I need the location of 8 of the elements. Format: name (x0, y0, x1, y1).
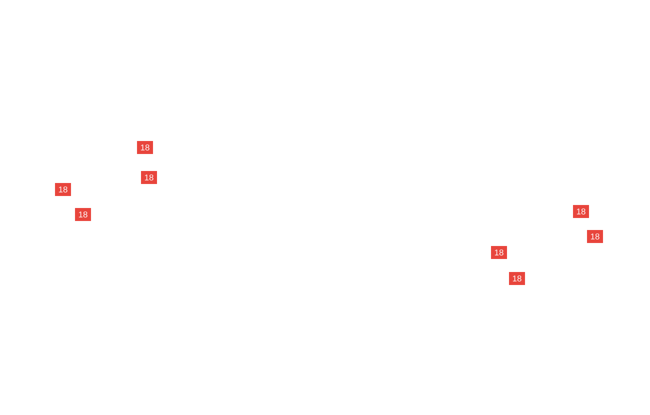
number-badge: 18 (587, 230, 603, 243)
number-badge: 18 (573, 205, 589, 218)
number-badge: 18 (137, 141, 153, 154)
number-badge: 18 (491, 246, 507, 259)
number-badge: 18 (55, 183, 71, 196)
number-badge: 18 (141, 171, 157, 184)
number-badge: 18 (75, 208, 91, 221)
number-badge: 18 (509, 272, 525, 285)
